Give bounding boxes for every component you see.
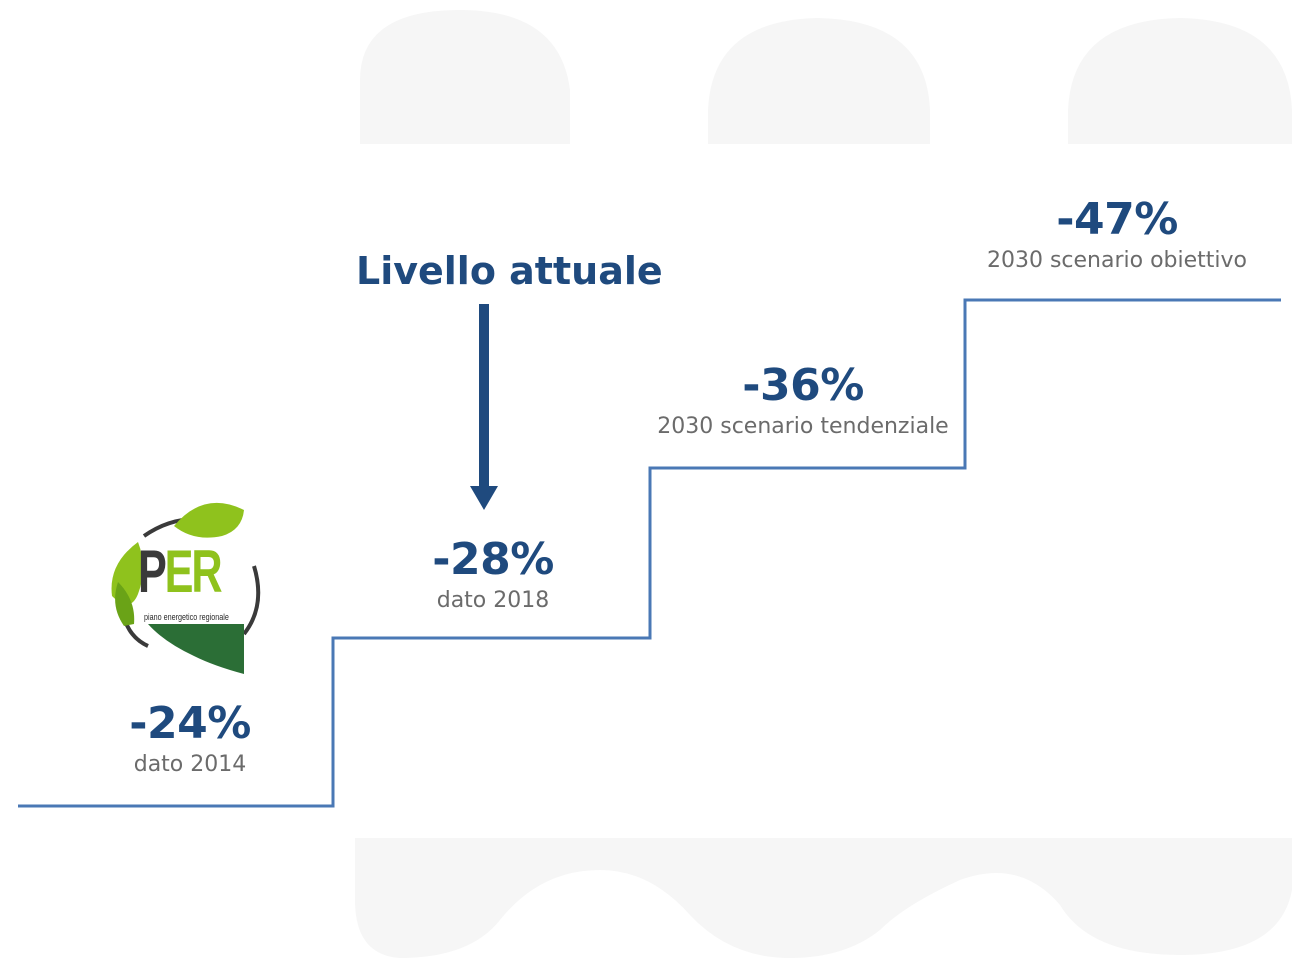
arrow-down-icon: [470, 304, 498, 510]
per-logo-graphic: [111, 502, 261, 674]
stair-line: [18, 298, 1281, 808]
step-label-2030-target: 2030 scenario obiettivo: [986, 248, 1248, 273]
step-label-2018: dato 2018: [436, 588, 550, 613]
step-label-2030-trend: 2030 scenario tendenziale: [657, 414, 949, 439]
step-value-2030-target: -47%: [1056, 194, 1178, 245]
step-label-2014: dato 2014: [133, 752, 247, 777]
logo-letters: PER: [138, 542, 223, 602]
step-value-2014: -24%: [129, 698, 251, 749]
logo-subtitle: piano energetico regionale: [144, 612, 229, 622]
current-level-heading: Livello attuale: [356, 249, 663, 293]
step-value-2018: -28%: [432, 534, 554, 585]
per-logo: PER piano energetico regionale: [104, 496, 264, 676]
step-value-2030-trend: -36%: [742, 360, 864, 411]
logo-letter-p: P: [138, 538, 167, 605]
logo-letters-er: ER: [164, 538, 223, 605]
